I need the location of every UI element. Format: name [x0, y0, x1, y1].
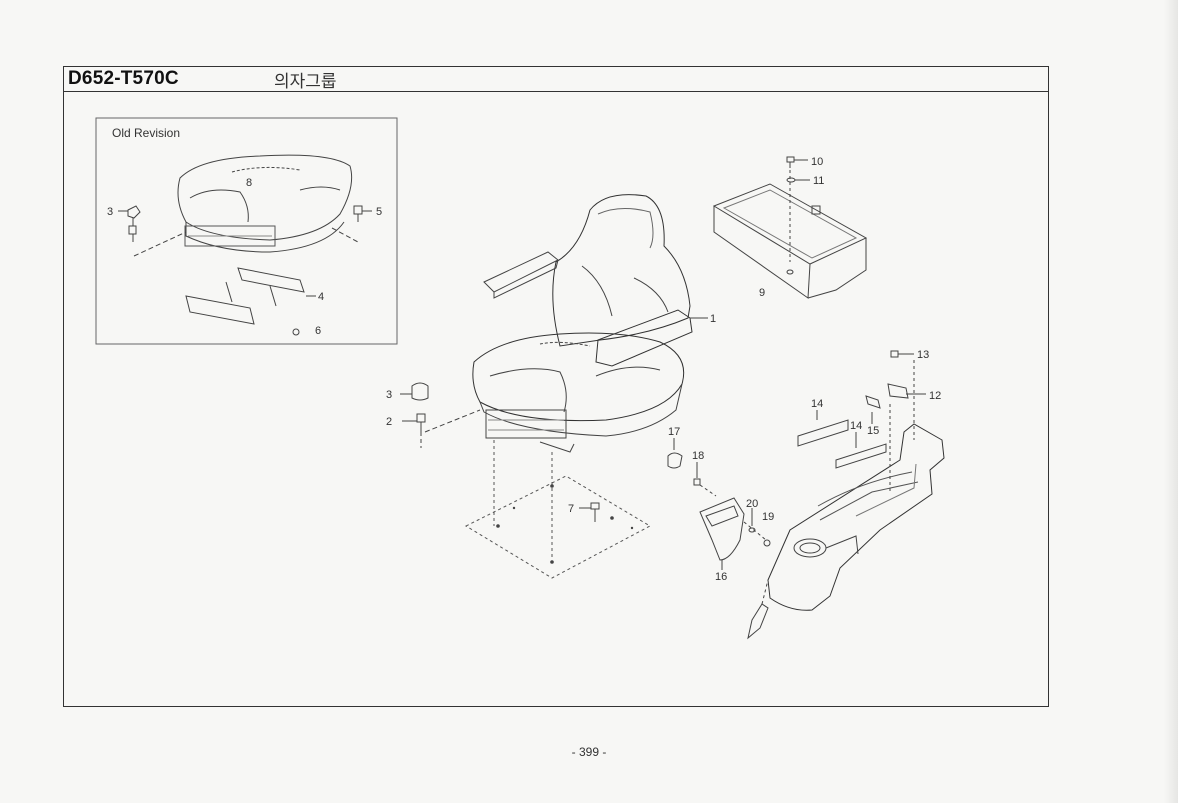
- pad-14-icon: [797, 410, 849, 447]
- floor-bolt-7-icon: [579, 502, 600, 522]
- bolt-2-icon: [402, 409, 481, 448]
- washer-11-icon: [786, 177, 810, 183]
- callout-18: 18: [692, 450, 704, 462]
- cap-17-icon: [667, 438, 683, 469]
- callout-11: 11: [813, 175, 824, 187]
- callout-labels: 1 2 3 3 4 5 6 7 8 9 10 11 12 13 14 14 15…: [107, 156, 941, 583]
- page-number: - 399 -: [571, 745, 607, 759]
- callout-7: 7: [568, 503, 574, 515]
- inset-nut-6-icon: [292, 328, 300, 336]
- floor-plate: [464, 440, 652, 579]
- inset-bolt-3-icon: [118, 205, 141, 242]
- callout-13: 13: [917, 349, 929, 361]
- nut-19-icon: [743, 521, 771, 547]
- screw-10-icon: [786, 156, 808, 168]
- callout-5: 5: [376, 206, 382, 218]
- title-bar: D652-T570C 의자그룹: [64, 67, 1048, 92]
- callout-4: 4: [318, 291, 324, 303]
- callout-10: 10: [811, 156, 823, 168]
- callout-1: 1: [710, 313, 716, 325]
- toolbox-9: [712, 170, 868, 299]
- callout-16: 16: [715, 571, 727, 583]
- diagram-frame: D652-T570C 의자그룹: [63, 66, 1049, 707]
- model-code: D652-T570C: [68, 68, 179, 89]
- callout-17: 17: [668, 426, 680, 438]
- seat-assembly: [472, 194, 708, 453]
- callout-20: 20: [746, 498, 758, 510]
- callout-2: 2: [386, 416, 392, 428]
- washer-20-icon: [748, 508, 756, 533]
- callout-14: 14: [811, 398, 823, 410]
- callout-19: 19: [762, 511, 774, 523]
- group-name: 의자그룹: [274, 72, 337, 92]
- page-edge-shadow: [1164, 0, 1178, 803]
- callout-6: 6: [315, 325, 321, 337]
- pad-15-icon: [865, 395, 881, 424]
- side-console: [747, 360, 945, 640]
- callout-8: 8: [246, 177, 252, 189]
- knob-3-icon: [400, 382, 429, 401]
- callout-3: 3: [386, 389, 392, 401]
- callout-15: 15: [867, 425, 879, 437]
- bracket-12-icon: [887, 383, 926, 399]
- inset-bolt-5-icon: [331, 205, 372, 243]
- inset-bracket-4-icon: [185, 267, 316, 325]
- old-revision-inset: Old Revision: [95, 117, 398, 345]
- callout-3-inset: 3: [107, 206, 113, 218]
- inset-seat-cushion: [177, 154, 353, 253]
- floor-holes: [496, 484, 634, 564]
- inset-title: Old Revision: [112, 126, 180, 140]
- callout-12: 12: [929, 390, 941, 402]
- callout-14b: 14: [850, 420, 862, 432]
- pad-14b-icon: [835, 432, 887, 469]
- callout-9: 9: [759, 287, 765, 299]
- screw-18-icon: [693, 462, 717, 497]
- bolt-13-icon: [890, 350, 914, 358]
- handle-16-icon: [699, 497, 745, 570]
